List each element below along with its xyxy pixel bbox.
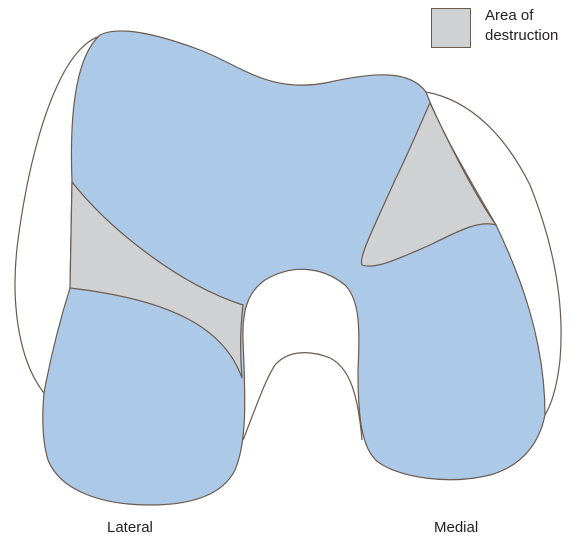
legend: Area of destruction <box>431 6 580 48</box>
lateral-label: Lateral <box>107 519 153 537</box>
medial-label: Medial <box>434 519 478 537</box>
notch-outline <box>243 353 362 440</box>
legend-swatch <box>431 8 471 48</box>
legend-label: Area of destruction <box>485 6 580 46</box>
